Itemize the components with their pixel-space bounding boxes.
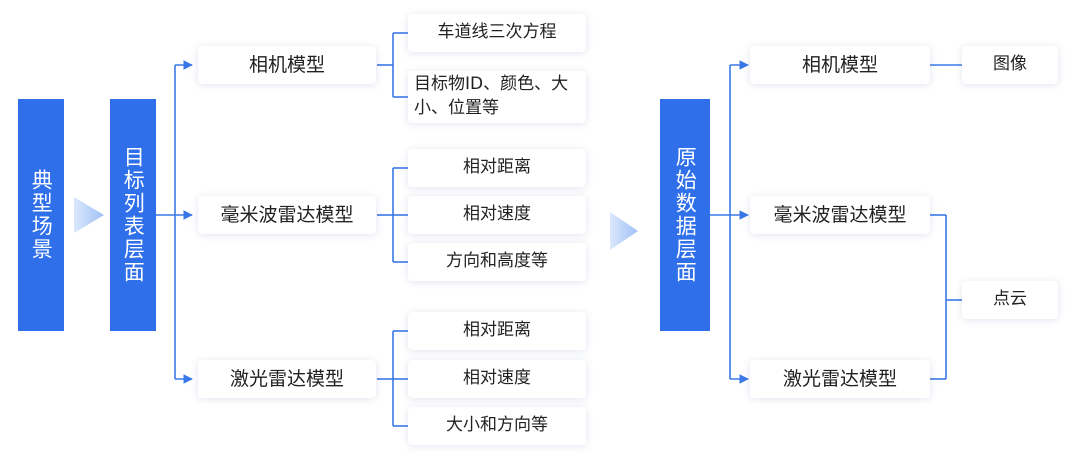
lidar-size-direction-label: 大小和方向等 [446, 415, 548, 436]
point-cloud-output-label: 点云 [993, 289, 1027, 310]
image-output-label: 图像 [993, 54, 1027, 75]
vertical-bar-label: 典型场景 [29, 169, 54, 261]
typical-scenario-bar: 典型场景 [18, 99, 64, 331]
lidar-model-label: 激光雷达模型 [229, 367, 344, 390]
mmwave-relative-speed-label: 相对速度 [463, 204, 531, 225]
lane-line-cubic-equation-label: 车道线三次方程 [437, 22, 557, 43]
raw-camera-model-label: 相机模型 [801, 53, 878, 76]
lidar-relative-speed-box: 相对速度 [408, 360, 586, 398]
point-cloud-output-box: 点云 [962, 281, 1058, 319]
mmwave-radar-model-box: 毫米波雷达模型 [198, 196, 376, 234]
raw-mmwave-radar-model-box: 毫米波雷达模型 [750, 196, 930, 234]
image-output-box: 图像 [962, 46, 1058, 84]
camera-model-label: 相机模型 [248, 53, 325, 76]
camera-model-box: 相机模型 [198, 46, 376, 84]
lidar-model-box: 激光雷达模型 [198, 360, 376, 398]
mmwave-relative-distance-label: 相对距离 [463, 157, 531, 178]
target-attributes-box: 目标物ID、颜色、大小、位置等 [408, 71, 586, 123]
mmwave-direction-height-box: 方向和高度等 [408, 243, 586, 281]
mmwave-relative-distance-box: 相对距离 [408, 149, 586, 187]
target-attributes-label: 目标物ID、颜色、大小、位置等 [414, 74, 569, 118]
chevron-right-icon [610, 212, 638, 250]
chevron-right-icon [74, 197, 104, 233]
raw-data-layer-bar: 原始数据层面 [660, 99, 710, 331]
raw-camera-model-box: 相机模型 [750, 46, 930, 84]
mmwave-relative-speed-box: 相对速度 [408, 196, 586, 234]
mmwave-direction-height-label: 方向和高度等 [446, 251, 548, 272]
raw-mmwave-radar-model-label: 毫米波雷达模型 [773, 203, 907, 226]
raw-lidar-model-box: 激光雷达模型 [750, 360, 930, 398]
mmwave-radar-model-label: 毫米波雷达模型 [220, 203, 354, 226]
lane-line-cubic-equation-box: 车道线三次方程 [408, 14, 586, 52]
raw-lidar-model-label: 激光雷达模型 [782, 367, 897, 390]
vertical-bar-label: 原始数据层面 [673, 146, 698, 284]
lidar-size-direction-box: 大小和方向等 [408, 407, 586, 445]
vertical-bar-label: 目标列表层面 [121, 146, 146, 284]
target-list-layer-bar: 目标列表层面 [110, 99, 156, 331]
lidar-relative-distance-box: 相对距离 [408, 312, 586, 350]
lidar-relative-speed-label: 相对速度 [463, 368, 531, 389]
lidar-relative-distance-label: 相对距离 [463, 320, 531, 341]
